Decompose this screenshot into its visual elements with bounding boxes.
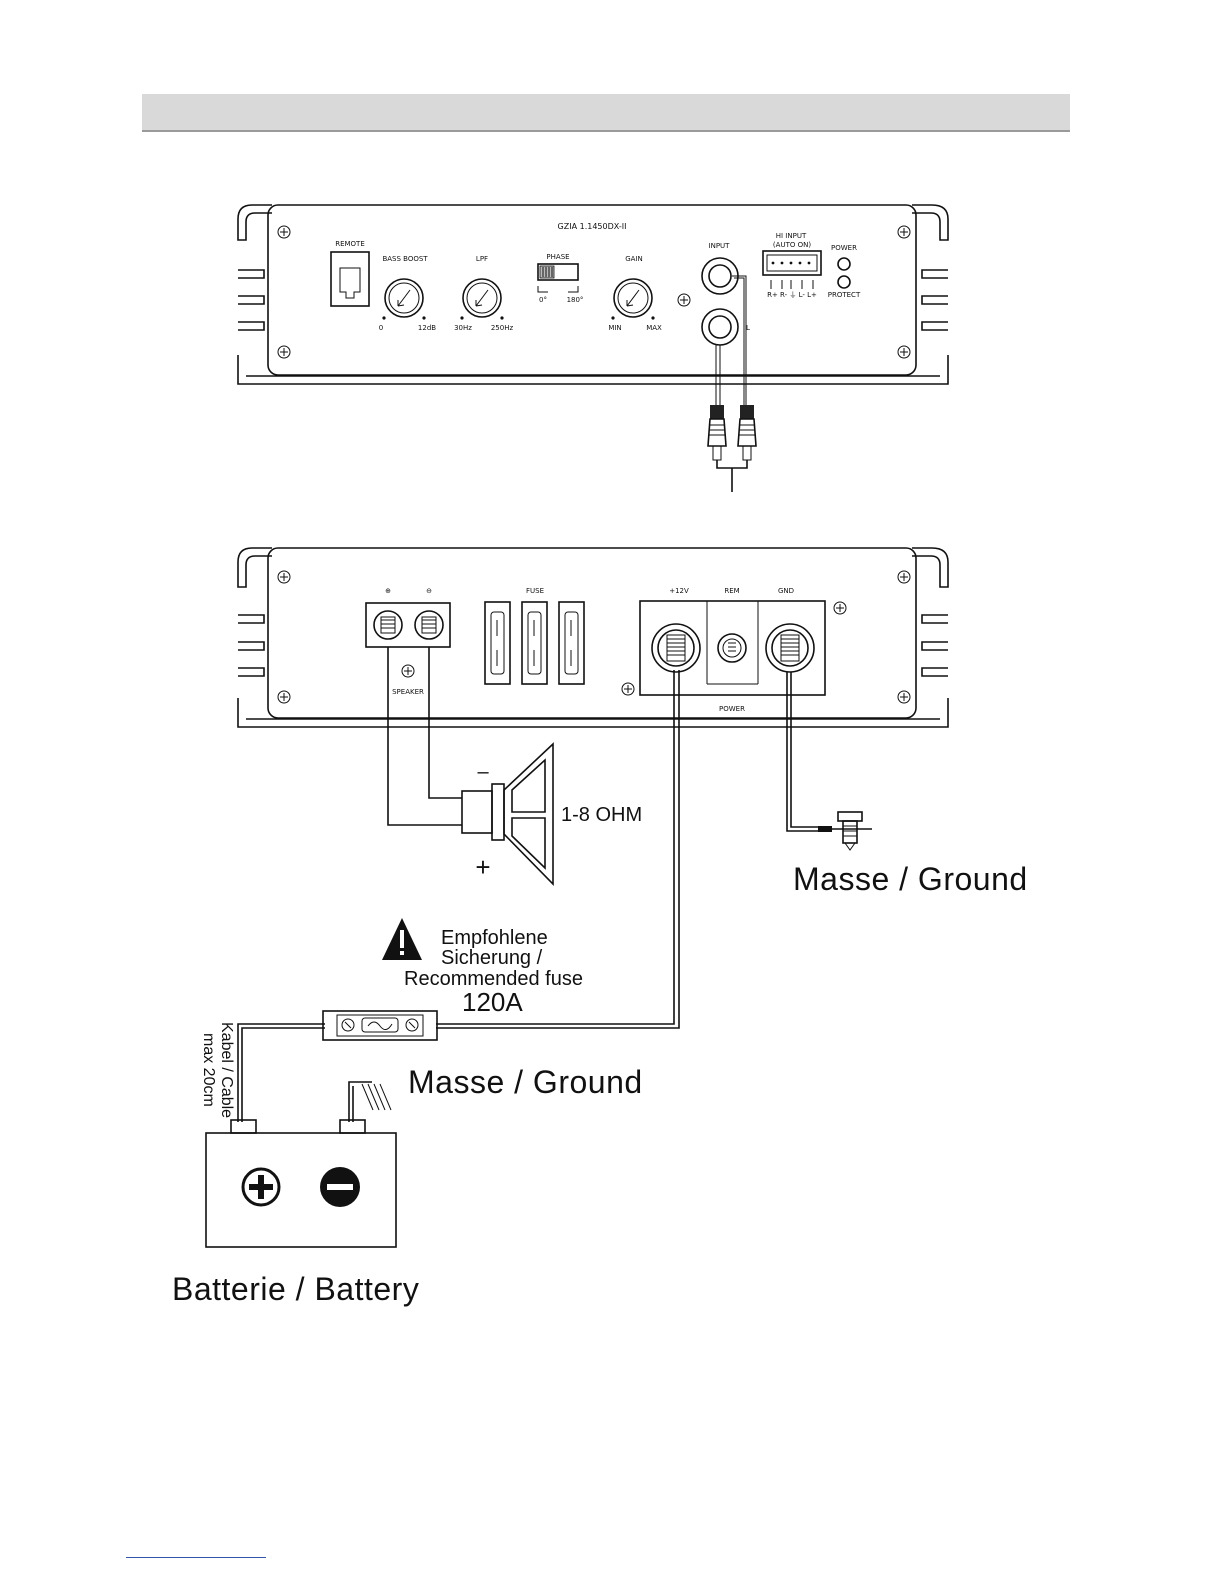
gain-knob-icon — [611, 278, 655, 320]
section-header-bar — [142, 94, 1070, 132]
battery-minus-icon — [320, 1167, 360, 1207]
screw-icon — [277, 225, 291, 239]
battery-plus-icon — [241, 1167, 281, 1207]
speaker-impedance: 1-8 OHM — [561, 804, 642, 826]
ground-label-battery: Masse / Ground — [408, 1064, 643, 1100]
bass-max-label: 12dB — [418, 324, 436, 332]
bass-boost-knob-icon — [382, 278, 426, 320]
onboard-fuse-icon — [558, 601, 585, 685]
battery-icon — [205, 1119, 397, 1248]
protect-led-label: PROTECT — [828, 291, 861, 299]
speaker-plus-symbol: ⊕ — [385, 587, 391, 595]
power-label: POWER — [719, 705, 745, 713]
battery-ground-wire — [348, 1081, 392, 1122]
fuse-value: 120A — [462, 987, 523, 1017]
lpf-label: LPF — [476, 255, 488, 263]
input-l-label: L — [746, 324, 750, 332]
protect-led-icon — [837, 275, 851, 289]
remote-port-icon — [330, 251, 370, 307]
bass-boost-label: BASS BOOST — [382, 255, 428, 263]
gain-label: GAIN — [625, 255, 643, 263]
phase-switch-icon — [537, 263, 579, 293]
fuse-note-line3: Recommended fuse — [404, 968, 583, 990]
lpf-knob-icon — [460, 278, 504, 320]
bass-min-label: 0 — [379, 324, 383, 332]
phase-180-label: 180° — [567, 296, 584, 304]
power-led-label: POWER — [831, 244, 857, 252]
phase-0-label: 0° — [539, 296, 547, 304]
plus-12v-label: +12V — [669, 587, 689, 595]
gain-max-label: MAX — [646, 324, 662, 332]
screw-icon — [621, 682, 635, 696]
cable-note-line1: Kabel / Cable — [218, 1022, 235, 1118]
amplifier-bottom-panel: ⊕ ⊖ SPEAKER FUSE +12V REM GND — [237, 547, 949, 728]
lpf-max-label: 250Hz — [491, 324, 514, 332]
speaker-label: SPEAKER — [392, 688, 424, 696]
rca-input-l-icon — [701, 308, 739, 346]
footer-divider — [126, 1557, 266, 1558]
hi-input-label: HI INPUT — [776, 232, 807, 240]
ground-bolt-icon — [837, 811, 863, 851]
rca-cable — [707, 275, 757, 492]
screw-icon — [277, 345, 291, 359]
speaker-minus-symbol: ⊖ — [426, 587, 432, 595]
rem-label: REM — [724, 587, 739, 595]
hi-input-pins: R+ R- ⏚ L- L+ — [767, 291, 817, 299]
screw-icon — [897, 225, 911, 239]
screw-icon — [277, 690, 291, 704]
input-label: INPUT — [709, 242, 731, 250]
gnd-label: GND — [778, 587, 794, 595]
screw-icon — [897, 345, 911, 359]
amp-model: GZIA 1.1450DX-II — [558, 222, 627, 231]
warning-icon — [382, 918, 422, 960]
speaker-terminal-icon — [365, 602, 451, 648]
speaker-plus-label: + — [475, 852, 490, 882]
inline-fuse-holder-icon — [322, 1010, 438, 1041]
hi-input-connector-icon — [762, 250, 822, 289]
battery-label: Batterie / Battery — [172, 1271, 419, 1307]
phase-label: PHASE — [546, 253, 569, 261]
onboard-fuse-icon — [521, 601, 548, 685]
screw-icon — [897, 570, 911, 584]
speaker-minus-label: – — [477, 761, 489, 783]
speaker-wires — [387, 647, 462, 826]
power-terminal-block-icon — [639, 600, 826, 696]
fuse-label: FUSE — [526, 587, 544, 595]
lpf-min-label: 30Hz — [454, 324, 472, 332]
amplifier-top-panel: GZIA 1.1450DX-II REMOTE BASS BOOST 0 12d… — [237, 204, 949, 385]
power-led-icon — [837, 257, 851, 271]
screw-icon — [277, 570, 291, 584]
remote-label: REMOTE — [335, 240, 365, 248]
ground-label-right: Masse / Ground — [793, 861, 1028, 897]
fuse-note-line2: Sicherung / — [441, 947, 543, 969]
gain-min-label: MIN — [608, 324, 621, 332]
fuse-note-line1: Empfohlene — [441, 927, 548, 949]
cable-note-line2: max 20cm — [200, 1033, 217, 1107]
auto-on-label: (AUTO ON) — [773, 241, 811, 249]
power-wire — [237, 670, 680, 1122]
screw-icon — [833, 601, 847, 615]
screw-icon — [401, 664, 415, 678]
ground-wire — [786, 672, 872, 832]
onboard-fuse-icon — [484, 601, 511, 685]
speaker-icon — [461, 742, 554, 886]
screw-icon — [677, 293, 691, 307]
screw-icon — [897, 690, 911, 704]
